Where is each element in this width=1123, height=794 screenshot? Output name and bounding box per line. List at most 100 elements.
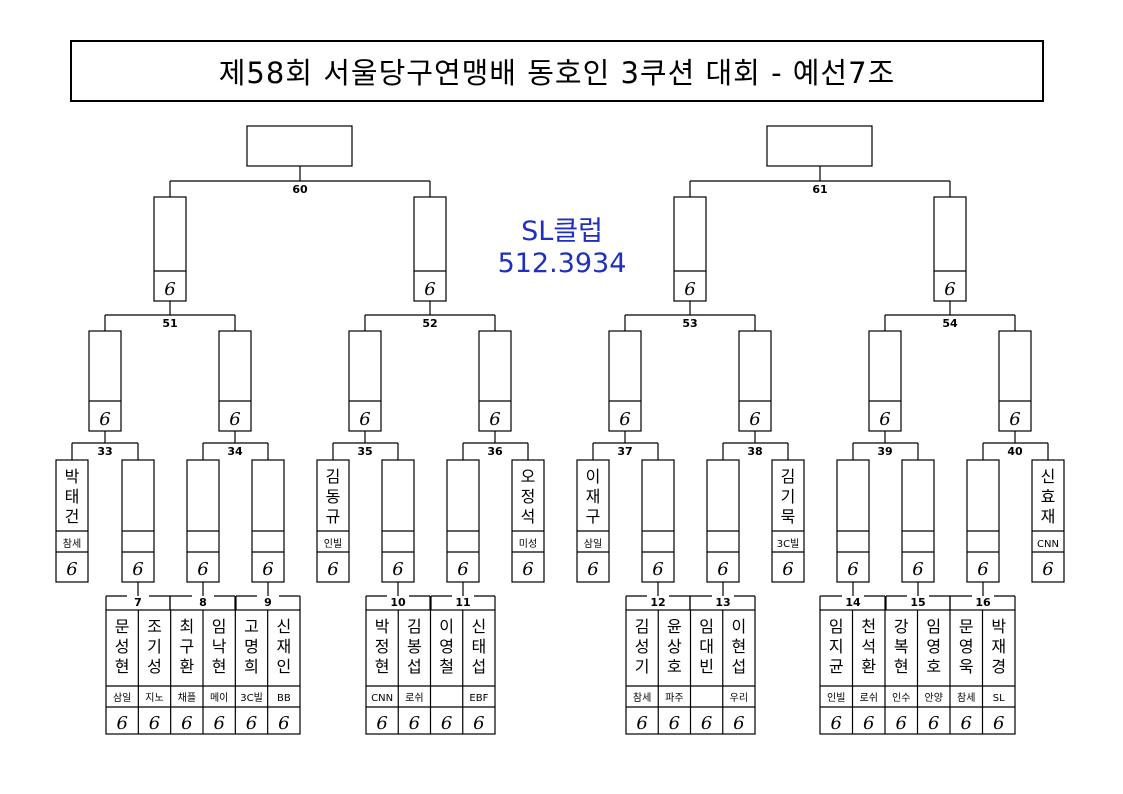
match-number-final: 60 [292, 183, 308, 196]
score-mark: 6 [879, 409, 890, 430]
match-number-semi: 51 [162, 317, 177, 330]
player-slot [511, 459, 545, 583]
score-mark: 6 [116, 713, 127, 734]
score-mark: 6 [636, 713, 647, 734]
score-mark: 6 [733, 713, 744, 734]
score-mark: 6 [1042, 559, 1053, 580]
player-club: 참세 [633, 692, 651, 704]
match-number-first: 13 [715, 596, 730, 609]
score-mark: 6 [669, 713, 680, 734]
score-mark: 6 [912, 559, 923, 580]
player-club: 로쉬 [405, 692, 423, 704]
player-club: 인빌 [827, 692, 845, 704]
player-slot [576, 459, 610, 583]
score-mark: 6 [782, 559, 793, 580]
score-mark: 6 [684, 279, 695, 300]
score-mark: 6 [278, 713, 289, 734]
player-club: 3C빌 [240, 692, 263, 704]
player-club: CNN [371, 693, 393, 704]
match-number-quarter: 40 [1007, 445, 1023, 458]
match-number-first: 8 [199, 596, 207, 609]
match-number-quarter: 34 [227, 445, 243, 458]
match-number-semi: 54 [942, 317, 958, 330]
match-number-quarter: 35 [357, 445, 372, 458]
score-mark: 6 [847, 559, 858, 580]
score-mark: 6 [896, 713, 907, 734]
score-mark: 6 [993, 713, 1004, 734]
player-slot [316, 459, 350, 583]
match-number-quarter: 37 [617, 445, 632, 458]
score-mark: 6 [701, 713, 712, 734]
match-number-first: 7 [134, 596, 142, 609]
player-slot [1031, 459, 1065, 583]
score-mark: 6 [749, 409, 760, 430]
score-mark: 6 [409, 713, 420, 734]
score-mark: 6 [392, 559, 403, 580]
score-mark: 6 [587, 559, 598, 580]
match-number-semi: 53 [682, 317, 697, 330]
score-mark: 6 [1009, 409, 1020, 430]
match-number-first: 15 [910, 596, 925, 609]
player-club: 로쉬 [860, 692, 878, 704]
match-number-first: 14 [845, 596, 861, 609]
match-number-first: 12 [650, 596, 665, 609]
score-mark: 6 [66, 559, 77, 580]
player-slot [771, 459, 805, 583]
sponsor-info: SL클럽 512.3934 [462, 216, 662, 280]
score-mark: 6 [473, 713, 484, 734]
player-club: 안양 [925, 692, 943, 704]
player-club: 참세 [63, 538, 81, 550]
match-number-quarter: 36 [487, 445, 503, 458]
match-number-semi: 52 [422, 317, 437, 330]
score-mark: 6 [619, 409, 630, 430]
player-club: 미성 [519, 538, 537, 550]
player-club: 파주 [665, 692, 683, 704]
match-number-first: 16 [975, 596, 991, 609]
match-number-quarter: 39 [877, 445, 892, 458]
score-mark: 6 [928, 713, 939, 734]
match-number-first: 9 [264, 596, 272, 609]
player-club: SL [993, 693, 1005, 704]
score-mark: 6 [132, 559, 143, 580]
player-club: 인수 [892, 692, 910, 704]
score-mark: 6 [164, 279, 175, 300]
score-mark: 6 [181, 713, 192, 734]
score-mark: 6 [424, 279, 435, 300]
bracket-title: 제58회 서울당구연맹배 동호인 3쿠션 대회 - 예선7조 [70, 40, 1044, 102]
player-club: 메이 [210, 692, 228, 704]
player-club: 3C빌 [777, 538, 800, 550]
player-club: 지노 [145, 692, 163, 704]
match-number-first: 10 [390, 596, 406, 609]
match-number-quarter: 33 [97, 445, 112, 458]
player-club: 인빌 [324, 538, 342, 550]
score-mark: 6 [717, 559, 728, 580]
match-number-final: 61 [812, 183, 827, 196]
sponsor-name: SL클럽 [521, 216, 603, 247]
final-result-box [246, 125, 353, 167]
player-club: 삼일 [113, 692, 131, 704]
score-mark: 6 [197, 559, 208, 580]
score-mark: 6 [441, 713, 452, 734]
score-mark: 6 [831, 713, 842, 734]
score-mark: 6 [262, 559, 273, 580]
player-club: 삼일 [584, 538, 602, 550]
player-club: EBF [469, 693, 488, 704]
score-mark: 6 [213, 713, 224, 734]
player-club: 채플 [178, 692, 196, 704]
score-mark: 6 [99, 409, 110, 430]
